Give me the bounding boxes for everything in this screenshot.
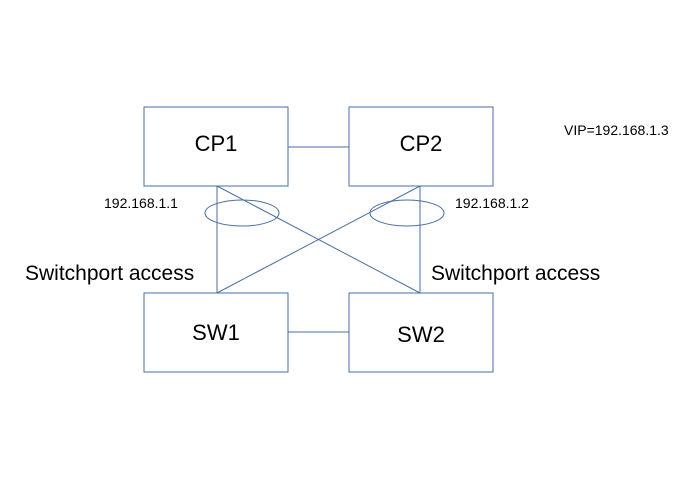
cp2-ip-label: 192.168.1.2 (455, 195, 529, 211)
node-cp2-label: CP2 (400, 131, 443, 156)
switchport-label-left: Switchport access (25, 262, 194, 285)
node-cp1-box (143, 106, 289, 187)
bundle-ellipse-cp2 (369, 199, 445, 227)
node-cp1: CP1 (143, 106, 289, 187)
node-sw1: SW1 (143, 292, 289, 373)
node-cp2-box (348, 106, 494, 187)
vip-label: VIP=192.168.1.3 (564, 122, 669, 138)
link-cp2-sw1 (216, 185, 421, 294)
node-sw1-label: SW1 (192, 320, 240, 345)
node-sw2-box (348, 292, 494, 373)
node-cp1-label: CP1 (195, 131, 238, 156)
node-sw1-box (143, 292, 289, 373)
bundle-ellipse-cp1 (204, 199, 280, 227)
node-sw2-label: SW2 (397, 322, 445, 347)
switchport-label-right: Switchport access (431, 262, 600, 285)
cp1-ip-label: 192.168.1.1 (104, 195, 178, 211)
node-sw2: SW2 (348, 292, 494, 373)
node-cp2: CP2 (348, 106, 494, 187)
